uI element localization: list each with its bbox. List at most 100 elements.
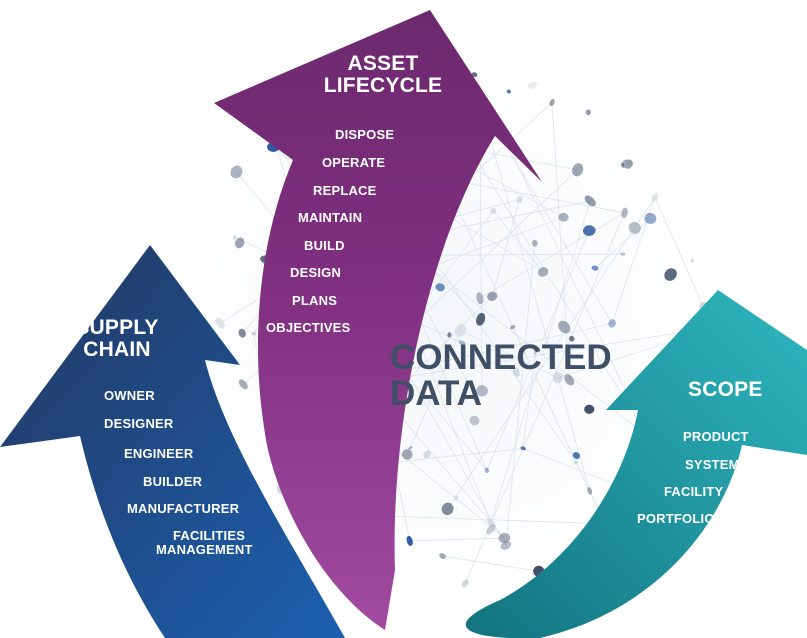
scope-item-product: PRODUCT: [683, 429, 749, 444]
network-line: [442, 555, 539, 572]
supply-chain-arrow: [0, 245, 345, 638]
network-dot: [251, 331, 256, 336]
network-dot: [454, 324, 467, 337]
network-line: [479, 101, 591, 492]
network-dot: [621, 207, 628, 219]
supply-chain-title-line1: SUPPLY: [75, 316, 159, 339]
network-line: [492, 210, 544, 273]
network-dot: [476, 312, 486, 326]
scope-item-portfolio: PORTFOLIO: [637, 511, 715, 526]
network-line: [409, 537, 505, 542]
network-dot: [484, 467, 489, 474]
network-dot: [584, 195, 596, 207]
asset-item-replace: REPLACE: [313, 183, 377, 198]
network-dot: [564, 374, 575, 386]
asset-lifecycle-title: ASSET LIFECYCLE: [318, 53, 448, 97]
network-dot: [234, 237, 245, 249]
network-dot: [401, 449, 413, 460]
network-line: [486, 230, 590, 471]
network-dot: [510, 325, 516, 330]
network-dot: [500, 541, 512, 550]
network-line: [381, 515, 605, 525]
supply-item-designer: DESIGNER: [104, 416, 174, 431]
network-line: [479, 212, 625, 299]
network-dot: [531, 239, 538, 247]
network-dot: [568, 335, 575, 342]
supply-item-engineer: ENGINEER: [124, 446, 194, 461]
network-dot: [476, 385, 488, 397]
network-line: [406, 330, 462, 455]
network-line: [491, 199, 520, 297]
supply-chain-title: SUPPLY CHAIN: [62, 317, 172, 361]
network-dot: [626, 159, 633, 167]
network-dot: [620, 162, 625, 168]
network-dot: [690, 258, 694, 263]
network-dot: [458, 340, 466, 346]
network-dot: [644, 212, 657, 224]
network-dot: [549, 99, 555, 107]
network-line: [455, 124, 648, 437]
network-line: [611, 197, 656, 324]
network-dot: [453, 495, 459, 501]
network-dot: [533, 350, 537, 355]
network-dot: [487, 518, 495, 527]
network-dot: [608, 319, 616, 328]
asset-lifecycle-title-line2: LIFECYCLE: [323, 74, 443, 97]
supply-item-manufacturer: MANUFACTURER: [127, 501, 240, 516]
supply-item-facilities: FACILITIES: [173, 528, 246, 543]
connected-data-title: CONNECTED DATA: [390, 340, 612, 412]
network-dot: [520, 446, 526, 451]
network-dot: [587, 487, 593, 495]
network-dot: [461, 579, 469, 588]
supply-item-builder: BUILDER: [143, 474, 203, 489]
network-line: [505, 243, 536, 546]
network-dot: [233, 235, 237, 240]
network-dot: [469, 415, 480, 426]
asset-lifecycle-title-line1: ASSET: [347, 52, 419, 75]
scope-title: SCOPE: [688, 378, 763, 401]
scope-item-system: SYSTEM: [685, 457, 740, 472]
network-dot: [585, 109, 591, 116]
asset-item-plans: PLANS: [292, 293, 338, 308]
network-dot: [423, 450, 432, 459]
network-dot: [447, 332, 452, 338]
network-dot: [516, 196, 523, 204]
asset-item-operate: OPERATE: [322, 155, 386, 170]
network-dot: [238, 379, 248, 390]
network-dot: [215, 317, 225, 329]
network-dot: [582, 225, 596, 236]
network-dot: [406, 535, 413, 546]
network-dot: [558, 212, 569, 222]
network-dot: [558, 320, 571, 334]
network-dot: [498, 532, 511, 543]
network-line: [522, 352, 536, 449]
asset-lifecycle-arrow: [214, 10, 542, 630]
network-dot: [238, 328, 246, 338]
network-dot: [664, 268, 677, 281]
asset-item-build: BUILD: [304, 238, 345, 253]
asset-item-design: DESIGN: [290, 265, 342, 280]
network-dot: [527, 81, 538, 89]
supply-item-owner: OWNER: [104, 388, 155, 403]
connected-data-line1: CONNECTED: [390, 338, 612, 377]
network-dot: [408, 446, 413, 450]
connected-data-line2: DATA: [390, 374, 483, 413]
network-dot: [552, 371, 563, 384]
network-dot: [628, 221, 641, 234]
network-dot: [441, 502, 454, 516]
network-dot: [572, 451, 580, 460]
network-dot: [487, 291, 498, 301]
network-line: [594, 218, 651, 269]
network-dot: [476, 292, 484, 305]
network-dot: [471, 72, 478, 77]
scope-item-facility: FACILITY: [664, 484, 724, 499]
network-dot: [435, 283, 445, 292]
network-dot: [489, 207, 497, 215]
network-dot: [439, 553, 446, 559]
network-dot: [537, 267, 549, 277]
network-dot: [574, 460, 579, 465]
network-line: [654, 197, 704, 307]
network-dot: [591, 265, 599, 271]
